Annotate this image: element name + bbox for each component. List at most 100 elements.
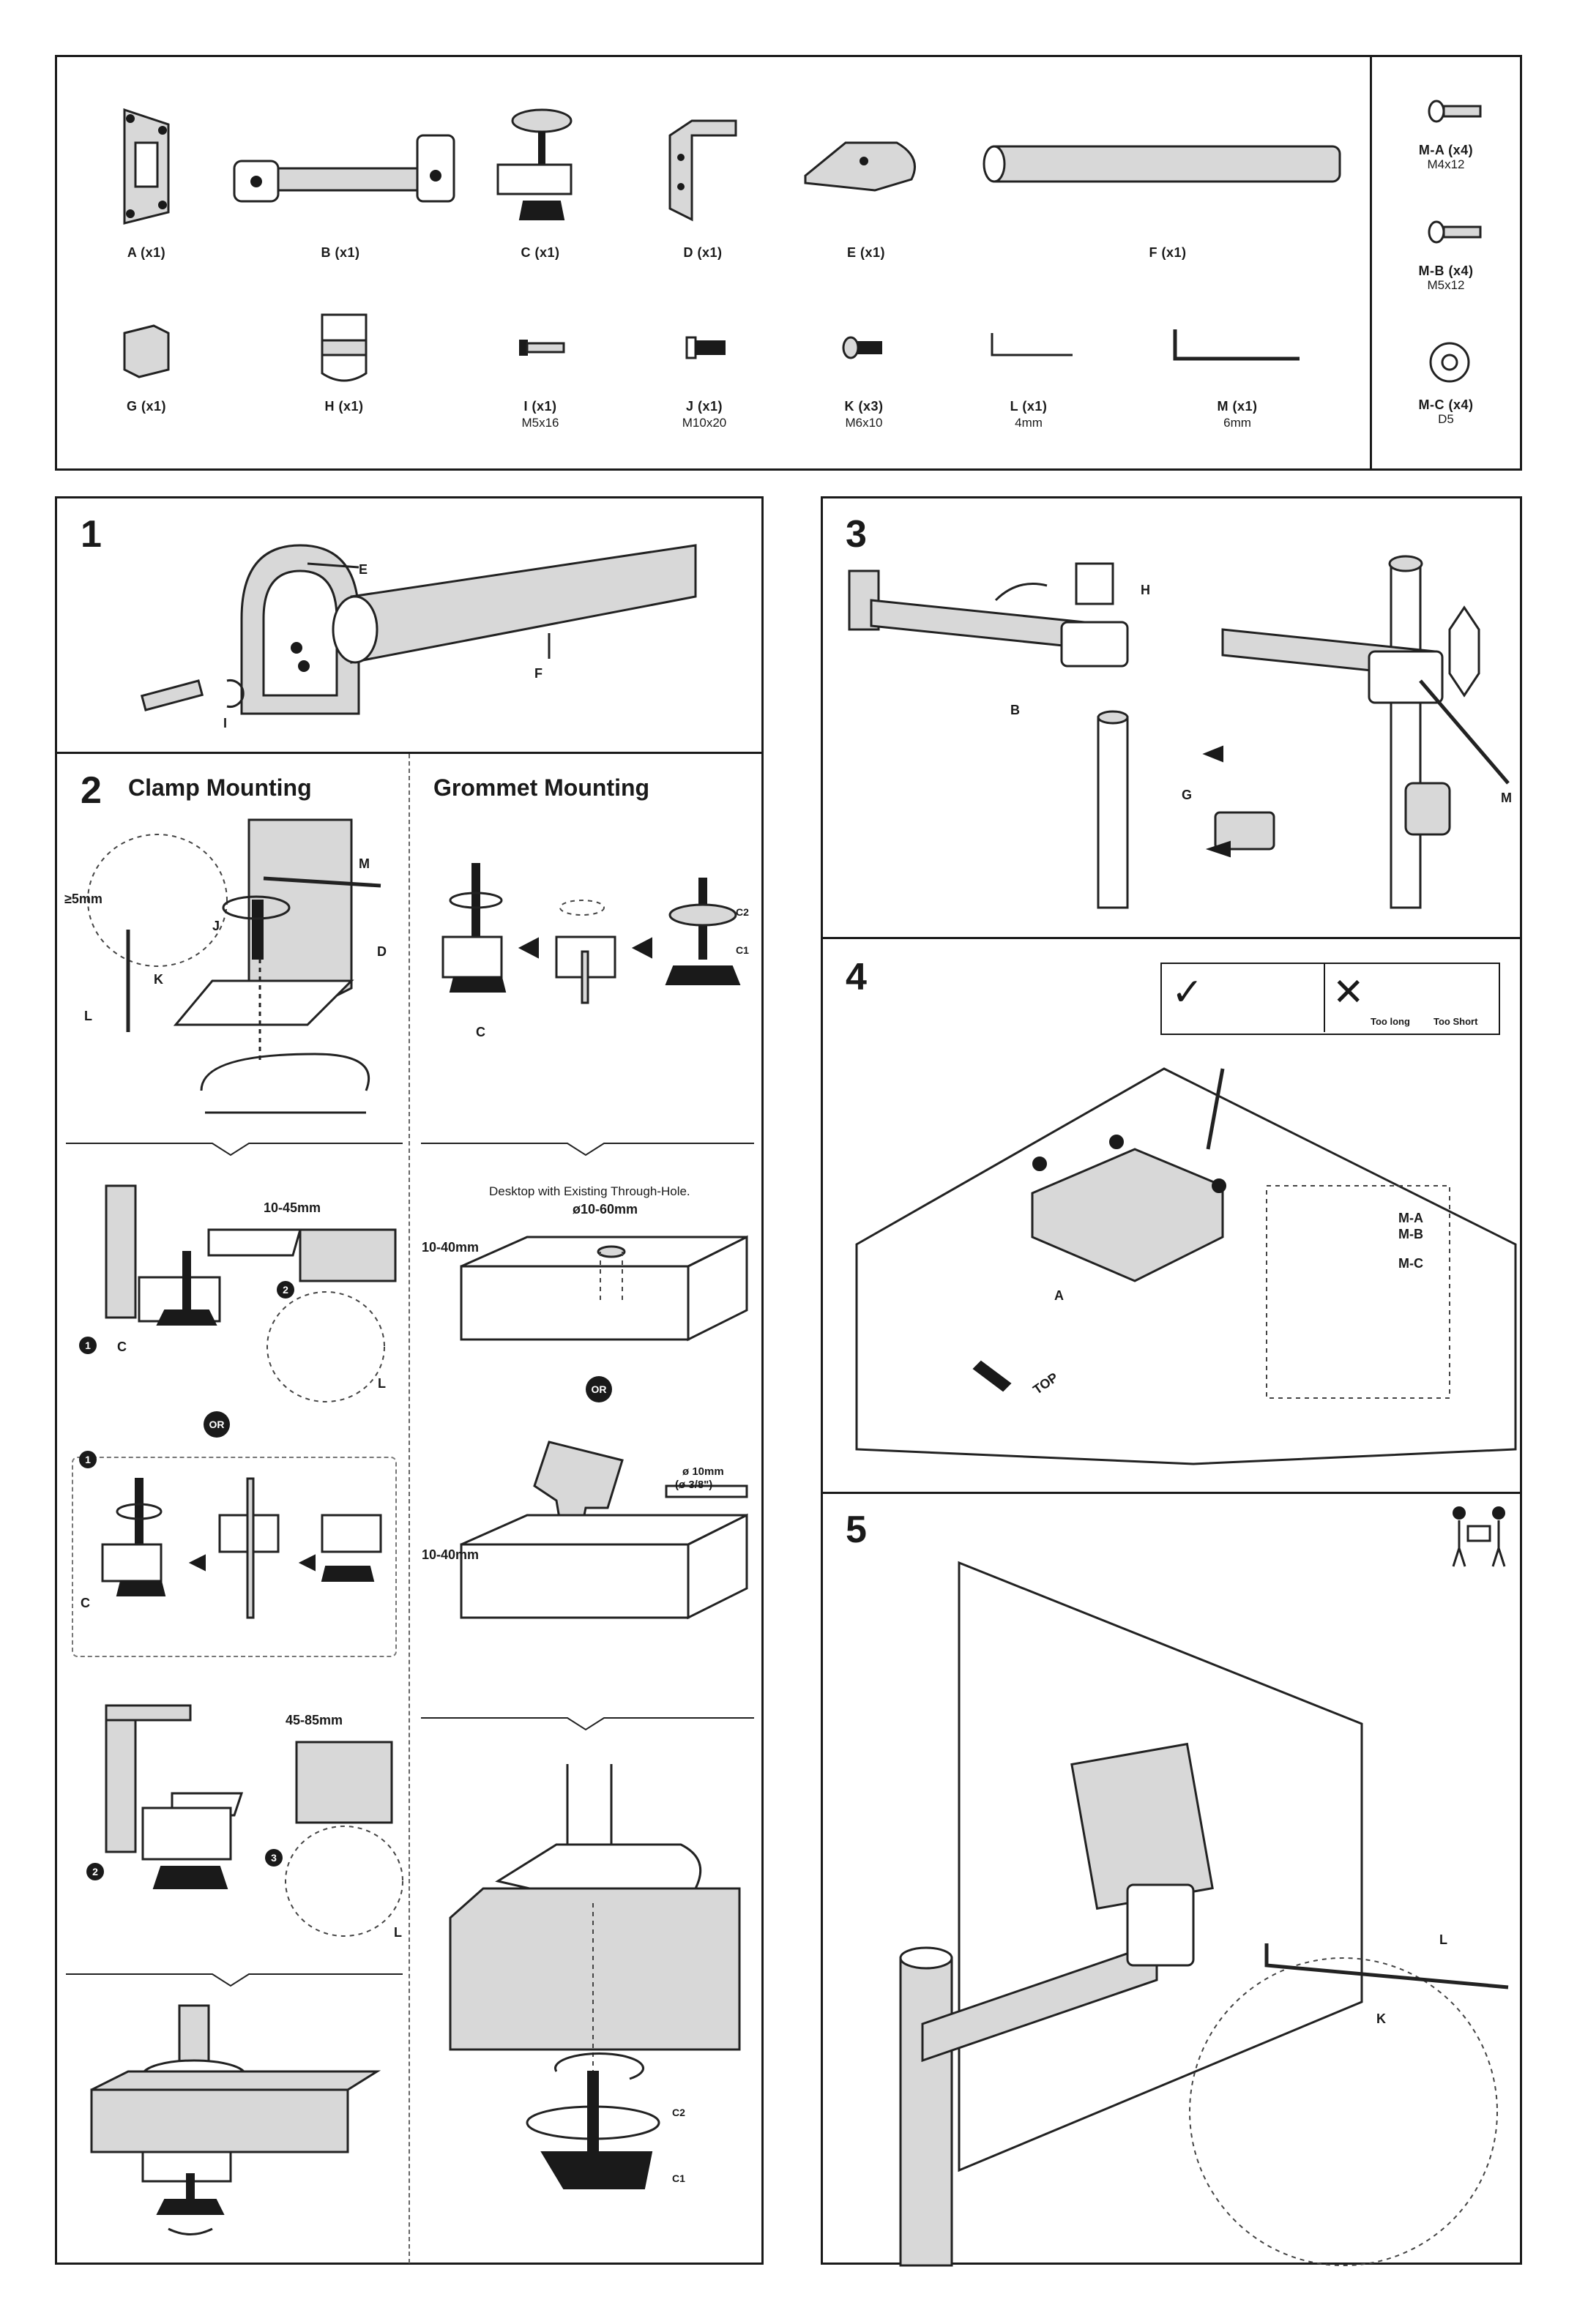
hardware-mc-spec: D5 [1438, 412, 1454, 426]
part-m-label: M (x1) [1217, 399, 1258, 414]
part-a-label: A (x1) [127, 245, 166, 260]
clamp-install-illustration [87, 818, 381, 1114]
step5-callout-k: K [1376, 2011, 1386, 2026]
part-m-hex-key-illustration [1173, 329, 1300, 361]
step3-arm-attach-illustration [848, 555, 1510, 909]
part-c-clamp-illustration [496, 108, 573, 220]
grommet-mounting-title: Grommet Mounting [433, 774, 650, 801]
parts-list-panel [55, 55, 1522, 471]
thickness-b-label: 45-85mm [286, 1713, 343, 1727]
thickness-a-label: 10-45mm [264, 1200, 321, 1215]
step1-divider [55, 752, 764, 754]
clamp-callout-j: J [212, 919, 220, 933]
part-j-label: J (x1) [685, 399, 723, 414]
clamp-alternative-illustration [101, 1477, 382, 1619]
step5-monitor-mount-illustration [899, 1561, 1509, 2267]
clamp-callout-k: K [154, 972, 163, 987]
step1-number: 1 [81, 513, 102, 556]
part-d-bracket-illustration [668, 119, 737, 222]
grommet-marker-c1: C1 [736, 944, 749, 956]
clamp-marker-2a: 2 [277, 1281, 294, 1299]
grommet-final-c1: C1 [672, 2172, 685, 2184]
hardware-mc-label: M-C (x4) [1418, 397, 1474, 412]
clamp-callout-l-3: L [394, 1925, 402, 1940]
screw-length-guide-divider [1324, 963, 1325, 1032]
grommet-final-illustration [449, 1764, 741, 2189]
hardware-mb-spec: M5x12 [1427, 278, 1465, 292]
parts-divider [1370, 55, 1372, 471]
step4-number: 4 [846, 956, 867, 998]
clamp-callout-l-2: L [378, 1376, 386, 1391]
step3-callout-b: B [1010, 703, 1020, 717]
desk-thickness-2: 10-40mm [422, 1547, 480, 1562]
too-long-label: Too long [1371, 1016, 1410, 1027]
step1-callout-i: I [223, 716, 228, 731]
part-h-label: H (x1) [324, 399, 364, 414]
part-c-label: C (x1) [521, 245, 560, 260]
step4-callout-mb: M-B [1398, 1227, 1423, 1241]
part-d-label: D (x1) [683, 245, 723, 260]
part-l-spec: 4mm [1015, 416, 1043, 430]
step1-callout-e: E [359, 562, 368, 577]
step3-number: 3 [846, 513, 867, 556]
part-e-label: E (x1) [846, 245, 886, 260]
clamp-alternative-box [72, 1457, 397, 1657]
step4-vesa-plate-illustration [855, 1067, 1517, 1465]
clamp-marker-2b: 2 [86, 1863, 104, 1880]
drill-inch-label: (ø 3/8") [675, 1479, 713, 1491]
part-l-hex-key-illustration [991, 333, 1073, 356]
step2-number: 2 [81, 769, 102, 812]
step4-divider [821, 1492, 1522, 1494]
part-k-label: K (x3) [844, 399, 884, 414]
hardware-ma-screw-illustration [1428, 100, 1482, 123]
desk-thickness-1: 10-40mm [422, 1240, 480, 1255]
clamp-divider-2 [66, 1973, 403, 1987]
grommet-install-illustration [441, 863, 741, 1004]
part-b-label: B (x1) [321, 245, 360, 260]
clamp-marker-3: 3 [265, 1849, 283, 1867]
correct-check-icon: ✓ [1171, 971, 1204, 1014]
grommet-divider-1 [421, 1143, 754, 1157]
part-k-screw-illustration [842, 336, 882, 359]
part-e-base-illustration [804, 141, 916, 192]
part-j-spec: M10x20 [682, 416, 727, 430]
part-i-screw-illustration [519, 340, 565, 356]
clamp-marker-1b: 1 [79, 1451, 97, 1468]
part-l-label: L (x1) [1010, 399, 1048, 414]
grommet-marker-c2: C2 [736, 906, 749, 918]
clamp-divider-1 [66, 1143, 403, 1157]
step4-callout-a: A [1054, 1288, 1064, 1303]
clamp-mounting-title: Clamp Mounting [128, 774, 312, 801]
drill-size-label: ø 10mm [682, 1465, 724, 1478]
step3-callout-m: M [1501, 791, 1512, 805]
step3-callout-g: G [1182, 788, 1193, 802]
desk-existing-hole-note: Desktop with Existing Through-Hole. [489, 1184, 690, 1198]
incorrect-x-icon: ✕ [1332, 971, 1365, 1014]
part-f-label: F (x1) [1149, 245, 1187, 260]
clamp-callout-min: ≥5mm [64, 892, 102, 906]
part-j-screw-illustration [685, 336, 726, 359]
hardware-ma-label: M-A (x4) [1418, 143, 1474, 157]
step2-column-divider [409, 754, 410, 2263]
screw-length-guide [1160, 963, 1500, 1035]
clamp-callout-l: L [84, 1009, 92, 1023]
desk-with-hole-illustration [460, 1235, 748, 1342]
part-i-label: I (x1) [523, 399, 557, 414]
part-g-label: G (x1) [126, 399, 166, 414]
grommet-callout-c: C [476, 1025, 485, 1039]
or-badge-clamp-1: OR [204, 1411, 230, 1438]
step3-divider [821, 937, 1522, 939]
step1-callout-f: F [534, 666, 543, 681]
part-a-plate-illustration [123, 108, 170, 225]
hole-range-label: ø10-60mm [573, 1202, 638, 1217]
part-g-clip-illustration [123, 324, 170, 378]
step3-callout-h: H [1141, 583, 1150, 597]
two-person-lift-icon [1452, 1506, 1506, 1567]
clamp-callout-c-2: C [81, 1596, 90, 1610]
hardware-mb-label: M-B (x4) [1418, 264, 1474, 278]
part-b-arm-illustration [233, 134, 455, 203]
too-short-label: Too Short [1434, 1016, 1478, 1027]
step4-callout-mc: M-C [1398, 1256, 1423, 1271]
drill-illustration [460, 1441, 748, 1620]
clamp-callout-c-1: C [117, 1340, 127, 1354]
